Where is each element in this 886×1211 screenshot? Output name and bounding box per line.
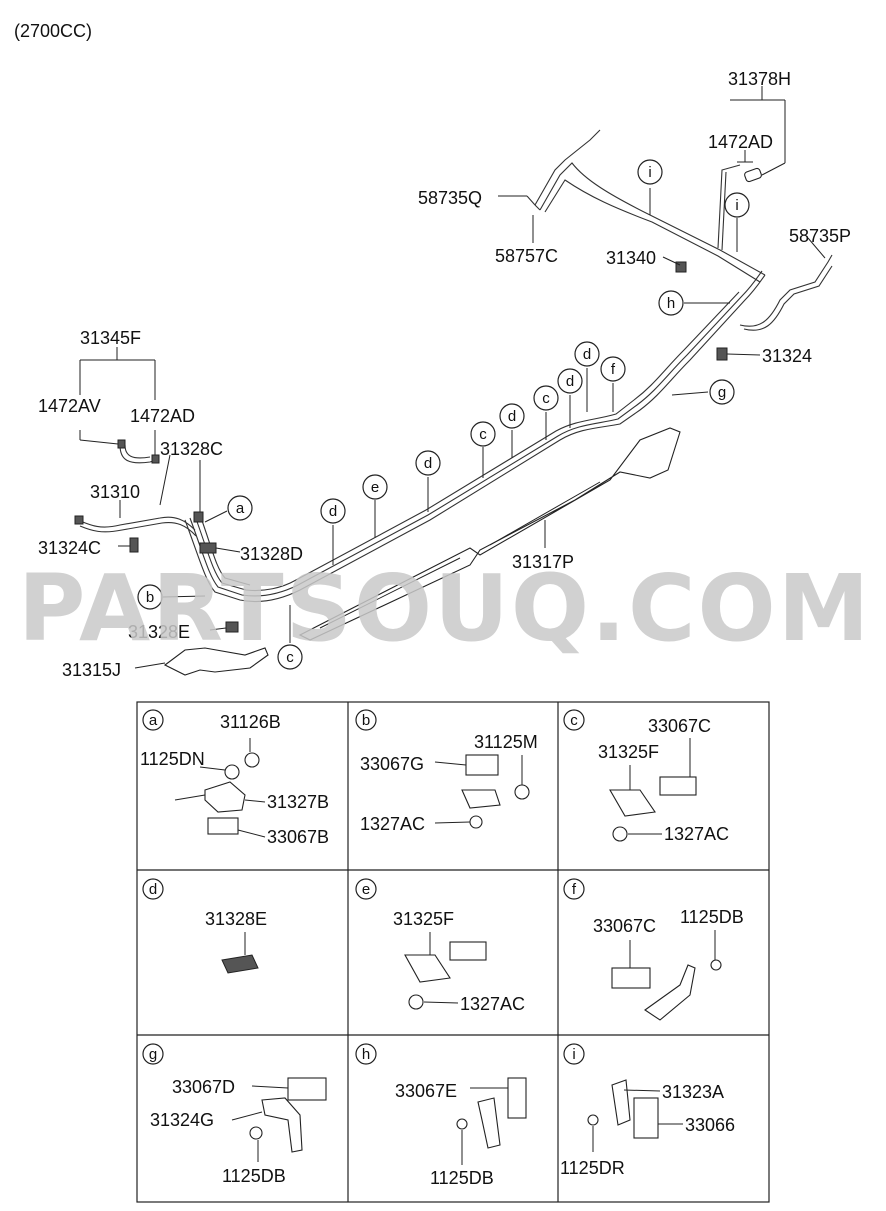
- callout-d-1: d: [574, 341, 600, 367]
- label-31315J: 31315J: [62, 660, 121, 680]
- label-1472AV: 1472AV: [38, 396, 101, 416]
- svg-text:e: e: [371, 479, 379, 496]
- svg-text:f: f: [611, 361, 616, 378]
- svg-text:c: c: [542, 390, 550, 407]
- label-1125DB-f: 1125DB: [680, 907, 744, 927]
- svg-text:d: d: [329, 503, 337, 520]
- label-1472AD-top: 1472AD: [708, 132, 773, 152]
- label-31345F: 31345F: [80, 328, 141, 348]
- svg-text:c: c: [286, 649, 294, 666]
- svg-text:d: d: [583, 346, 591, 363]
- label-31325F: 31325F: [598, 742, 659, 762]
- callout-e: e: [362, 474, 388, 500]
- callout-i-2: i: [724, 192, 750, 218]
- label-31324: 31324: [762, 346, 812, 366]
- svg-text:i: i: [735, 197, 738, 214]
- label-31328E: 31328E: [128, 622, 190, 642]
- svg-text:d: d: [508, 408, 516, 425]
- svg-text:d: d: [424, 455, 432, 472]
- svg-text:c: c: [479, 426, 487, 443]
- label-31126B: 31126B: [220, 712, 281, 732]
- svg-text:f: f: [572, 881, 577, 898]
- callout-leaders: [162, 188, 738, 643]
- callout-b: b: [137, 584, 163, 610]
- engine-note: (2700CC): [14, 21, 92, 41]
- svg-text:a: a: [236, 500, 245, 517]
- svg-text:h: h: [667, 295, 675, 312]
- label-31327B: 31327B: [267, 792, 329, 812]
- label-33067C: 33067C: [648, 716, 711, 736]
- label-31324C: 31324C: [38, 538, 101, 558]
- svg-text:d: d: [149, 881, 157, 898]
- label-58757C: 58757C: [495, 246, 558, 266]
- svg-text:c: c: [570, 712, 578, 729]
- label-33067E: 33067E: [395, 1081, 457, 1101]
- label-1327AC-c: 1327AC: [664, 824, 729, 844]
- label-1472AD-left: 1472AD: [130, 406, 195, 426]
- callout-d-4: d: [415, 450, 441, 476]
- svg-text:g: g: [149, 1046, 157, 1063]
- svg-text:i: i: [648, 164, 651, 181]
- label-1125DR: 1125DR: [560, 1158, 625, 1178]
- label-31323A: 31323A: [662, 1082, 724, 1102]
- detail-cell-f: f 33067C 1125DB: [563, 878, 744, 1021]
- label-33067G: 33067G: [360, 754, 424, 774]
- label-33067B: 33067B: [267, 827, 329, 847]
- label-58735Q: 58735Q: [418, 188, 482, 208]
- label-1327AC: 1327AC: [360, 814, 425, 834]
- callout-g: g: [709, 379, 735, 405]
- label-31317P: 31317P: [512, 552, 574, 572]
- label-1125DB-h: 1125DB: [430, 1168, 494, 1188]
- callout-i-1: i: [637, 159, 663, 185]
- detail-grid: a 31126B 1125DN 31327B 33067B b 33067G 3…: [136, 701, 770, 1203]
- watermark: PARTSOUQ.COM: [18, 555, 871, 662]
- callout-h: h: [658, 290, 684, 316]
- callouts: i i h g f d d c d c d e d a b c: [137, 159, 750, 670]
- label-31310: 31310: [90, 482, 140, 502]
- label-33066: 33066: [685, 1115, 735, 1135]
- label-31378H: 31378H: [728, 69, 791, 89]
- callout-c-2: c: [470, 421, 496, 447]
- svg-text:b: b: [146, 589, 154, 606]
- callout-a: a: [227, 495, 253, 521]
- label-31340: 31340: [606, 248, 656, 268]
- callout-d-2: d: [557, 368, 583, 394]
- callout-d-5: d: [320, 498, 346, 524]
- main-part-labels: 31378H 1472AD 58735Q 58757C 31340 58735P…: [38, 69, 851, 680]
- label-33067D: 33067D: [172, 1077, 235, 1097]
- label-1327AC-e: 1327AC: [460, 994, 525, 1014]
- detail-cell-c: c 33067C 31325F 1327AC: [563, 709, 729, 844]
- label-1125DB-g: 1125DB: [222, 1166, 286, 1186]
- label-31324G: 31324G: [150, 1110, 214, 1130]
- detail-cell-i: i 31323A 33066 1125DR: [560, 1043, 735, 1178]
- label-31328E-d: 31328E: [205, 909, 267, 929]
- label-31328D: 31328D: [240, 544, 303, 564]
- callout-d-3: d: [499, 403, 525, 429]
- svg-text:d: d: [566, 373, 574, 390]
- callout-c-3: c: [277, 644, 303, 670]
- label-58735P: 58735P: [789, 226, 851, 246]
- detail-cell-d: d 31328E: [142, 878, 267, 974]
- detail-cell-h: h 33067E 1125DB: [355, 1043, 527, 1188]
- svg-text:i: i: [572, 1046, 575, 1063]
- detail-cell-a: a 31126B 1125DN 31327B 33067B: [140, 709, 329, 847]
- label-33067C-f: 33067C: [593, 916, 656, 936]
- callout-c-1: c: [533, 385, 559, 411]
- fuel-line-assembly: [74, 129, 833, 676]
- detail-cell-b: b 33067G 31125M 1327AC: [355, 709, 538, 834]
- svg-text:b: b: [362, 712, 370, 729]
- detail-cell-e: e 31325F 1327AC: [355, 878, 525, 1014]
- svg-text:a: a: [149, 712, 158, 729]
- svg-text:e: e: [362, 881, 370, 898]
- label-31325F-e: 31325F: [393, 909, 454, 929]
- detail-cell-g: g 33067D 31324G 1125DB: [142, 1043, 327, 1186]
- svg-text:h: h: [362, 1046, 370, 1063]
- label-31125M: 31125M: [474, 732, 538, 752]
- leader-lines: [79, 86, 826, 669]
- label-1125DN: 1125DN: [140, 749, 205, 769]
- svg-text:g: g: [718, 384, 726, 401]
- callout-f: f: [600, 356, 626, 382]
- label-31328C: 31328C: [160, 439, 223, 459]
